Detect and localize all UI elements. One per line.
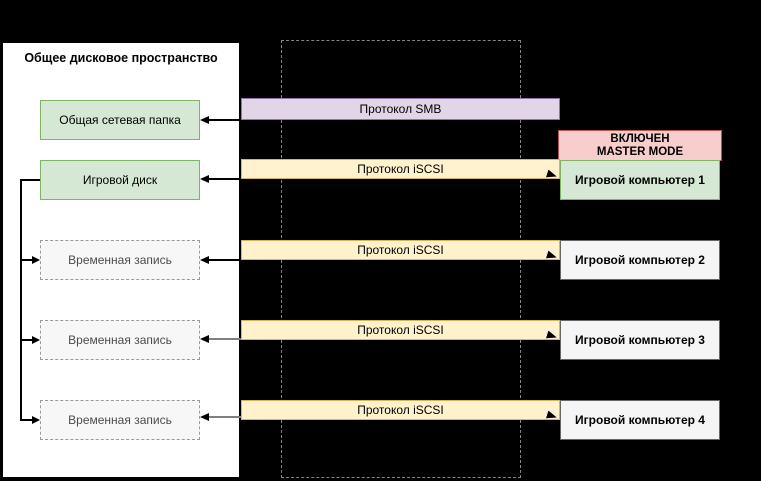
- temp-record-label: Временная запись: [68, 333, 172, 347]
- iscsi-protocol-label: Протокол iSCSI: [357, 162, 444, 176]
- game-computer-label-1: Игровой компьютер 1: [575, 173, 705, 187]
- temp-record-box-1: Временная запись: [40, 240, 200, 280]
- smb-to-folder-arrowhead-icon: [200, 116, 209, 124]
- iscsi-protocol-label: Протокол iSCSI: [357, 403, 444, 417]
- master-mode-badge: ВКЛЮЧЕН MASTER MODE: [558, 130, 722, 161]
- iscsi4-to-temp3-arrowhead-icon: [200, 413, 209, 421]
- iscsi3-to-temp2-arrowhead-icon: [200, 335, 209, 343]
- iscsi1-to-gamedisk-line: [208, 178, 241, 180]
- tree-branch-temp3-arrowhead-icon: [32, 416, 40, 424]
- iscsi2-to-temp1-arrowhead-icon: [200, 256, 209, 264]
- iscsi1-to-gamedisk-arrowhead-icon: [200, 175, 209, 183]
- shared-network-folder-label: Общая сетевая папка: [59, 113, 181, 127]
- game-computer-label-4: Игровой компьютер 4: [575, 413, 705, 427]
- iscsi3-to-temp2-line: [208, 338, 241, 340]
- gamedisk-tree-stub-line: [21, 179, 40, 181]
- game-computer-box-2: Игровой компьютер 2: [560, 240, 720, 280]
- iscsi4-to-temp3-line: [208, 416, 241, 418]
- tree-branch-temp2-line: [22, 339, 34, 341]
- game-computer-box-4: Игровой компьютер 4: [560, 400, 720, 440]
- game-disk-label: Игровой диск: [82, 173, 158, 187]
- iscsi-protocol-label: Протокол iSCSI: [357, 243, 444, 257]
- tree-branch-temp1-line: [22, 259, 34, 261]
- tree-branch-temp3-line: [22, 419, 34, 421]
- smb-protocol-label: Протокол SMB: [359, 102, 442, 116]
- iscsi-protocol-label: Протокол iSCSI: [357, 323, 444, 337]
- iscsi-protocol-bar-1: Протокол iSCSI: [241, 159, 560, 179]
- smb-to-folder-line: [208, 119, 241, 121]
- shared-network-folder-box: Общая сетевая папка: [40, 100, 200, 140]
- master-mode-line2: MASTER MODE: [596, 145, 684, 158]
- game-disk-box: Игровой диск: [40, 160, 200, 200]
- master-mode-line1: ВКЛЮЧЕН: [610, 132, 670, 145]
- game-computer-label-2: Игровой компьютер 2: [575, 253, 705, 267]
- game-computer-box-1: Игровой компьютер 1: [560, 160, 720, 200]
- game-computer-box-3: Игровой компьютер 3: [560, 320, 720, 360]
- temp-record-label: Временная запись: [68, 253, 172, 267]
- temp-record-box-3: Временная запись: [40, 400, 200, 440]
- tree-branch-temp1-arrowhead-icon: [32, 256, 40, 264]
- tree-branch-temp2-arrowhead-icon: [32, 336, 40, 344]
- panel-title: Общее дисковое пространство: [24, 51, 218, 65]
- smb-protocol-bar: Протокол SMB: [241, 98, 560, 120]
- game-computer-label-3: Игровой компьютер 3: [575, 333, 705, 347]
- temp-record-box-2: Временная запись: [40, 320, 200, 360]
- iscsi-protocol-bar-3: Протокол iSCSI: [241, 320, 560, 340]
- iscsi2-to-temp1-line: [208, 259, 241, 261]
- temp-record-label: Временная запись: [68, 413, 172, 427]
- gamedisk-tree-trunk-line: [20, 179, 22, 421]
- iscsi-protocol-bar-2: Протокол iSCSI: [241, 240, 560, 260]
- iscsi-protocol-bar-4: Протокол iSCSI: [241, 400, 560, 420]
